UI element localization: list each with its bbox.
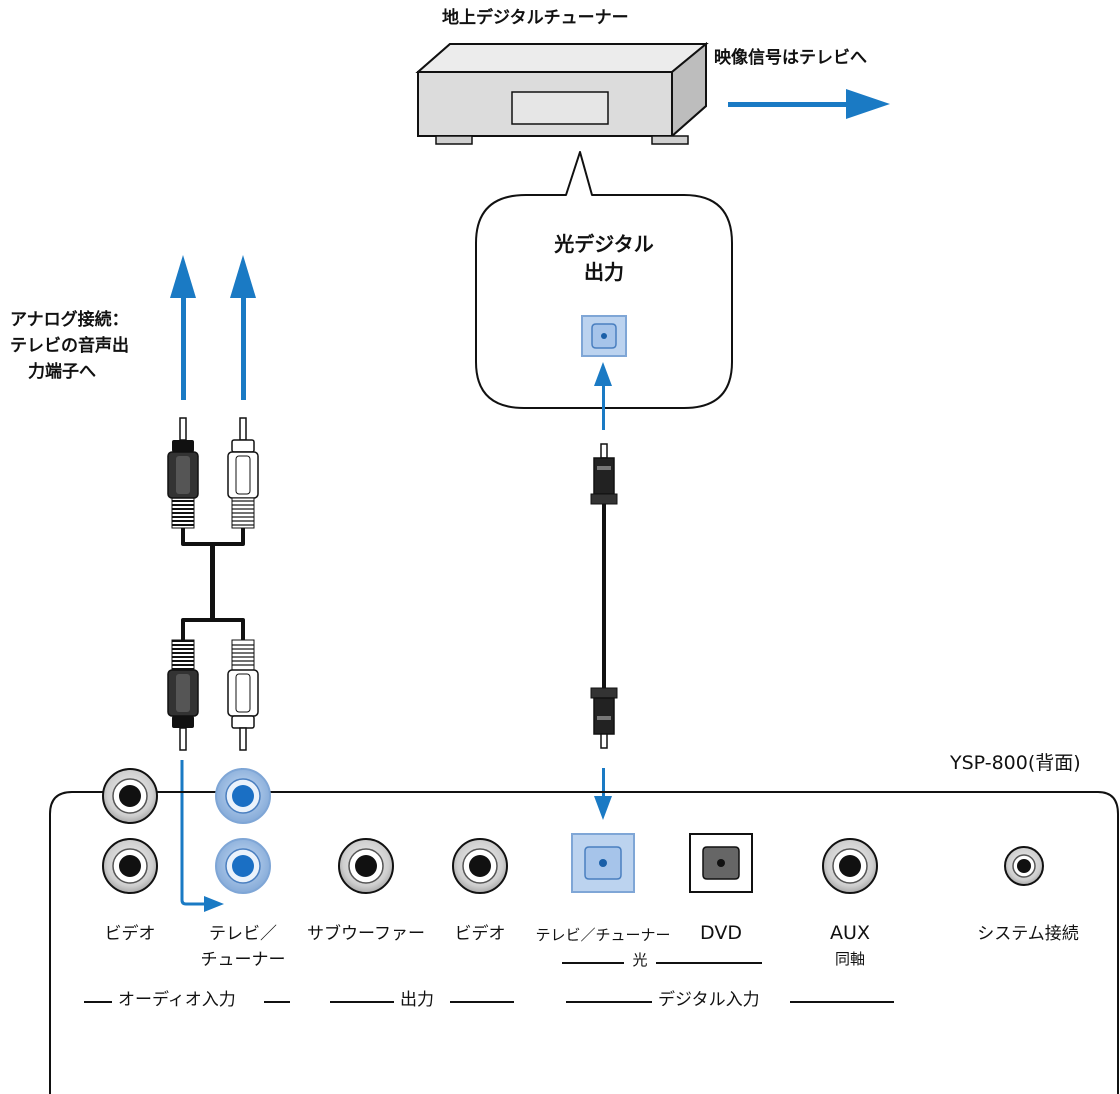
label-subwoofer: サブウーファー: [307, 924, 425, 944]
digital-in-group-label: デジタル入力: [658, 990, 760, 1010]
audio-in-video-r-jack: [102, 838, 158, 894]
optical-up-arrow: [594, 362, 612, 430]
analog-note-line1: アナログ接続：: [10, 310, 129, 330]
system-connector-jack: [1004, 846, 1044, 886]
tuner-display: [511, 91, 609, 125]
panel-model-label: YSP-800(背面): [950, 752, 1081, 774]
output-group-label: 出力: [400, 990, 434, 1010]
video-to-tv-arrow: [728, 89, 890, 119]
digital-tuner-device: [415, 41, 709, 145]
tuner-title: 地上デジタルチューナー: [442, 8, 629, 28]
digital-in-group-line-left: [566, 1001, 652, 1003]
audio-in-tv-r-jack: [215, 838, 271, 894]
label-tv-tuner-optical: テレビ／チューナー: [535, 926, 671, 944]
audio-in-tv-l-jack: [215, 768, 271, 824]
label-video-in: ビデオ: [104, 924, 156, 944]
label-video-out: ビデオ: [454, 924, 506, 944]
subwoofer-out-jack: [338, 838, 394, 894]
analog-to-tv-arrows: [170, 255, 256, 400]
audio-in-group-line-left: [84, 1001, 112, 1003]
digital-in-group-line-right: [790, 1001, 894, 1003]
bubble-line2: 出力: [584, 260, 624, 284]
optical-group-label: 光: [632, 951, 648, 969]
video-note: 映像信号はテレビへ: [714, 48, 867, 68]
optical-in-tv-jack: [571, 833, 635, 893]
audio-in-video-l-jack: [102, 768, 158, 824]
optical-cable: [590, 443, 618, 749]
analog-note-line3: 力端子へ: [28, 362, 96, 382]
optical-group-line-right: [656, 962, 762, 964]
output-group-line-right: [450, 1001, 514, 1003]
label-tv-tuner-line2: チューナー: [200, 950, 286, 970]
label-aux: AUX: [830, 922, 870, 944]
video-out-jack: [452, 838, 508, 894]
label-system-connector: システム接続: [977, 924, 1079, 944]
label-aux-coaxial: 同軸: [834, 950, 866, 968]
optical-group-line-left: [562, 962, 624, 964]
audio-in-group-line-right: [264, 1001, 290, 1003]
audio-in-group-label: オーディオ入力: [118, 990, 236, 1010]
analog-note-line2: テレビの音声出: [10, 336, 129, 356]
optical-in-dvd-jack: [689, 833, 753, 893]
optical-down-arrow: [594, 768, 612, 820]
optical-output-callout: [475, 151, 733, 409]
aux-coaxial-jack: [822, 838, 878, 894]
label-tv-tuner-line1: テレビ／: [209, 924, 277, 944]
rca-cable: [167, 417, 259, 751]
label-dvd: DVD: [700, 922, 742, 944]
output-group-line-left: [330, 1001, 394, 1003]
tuner-optical-jack: [581, 315, 627, 357]
bubble-line1: 光デジタル: [554, 232, 654, 256]
